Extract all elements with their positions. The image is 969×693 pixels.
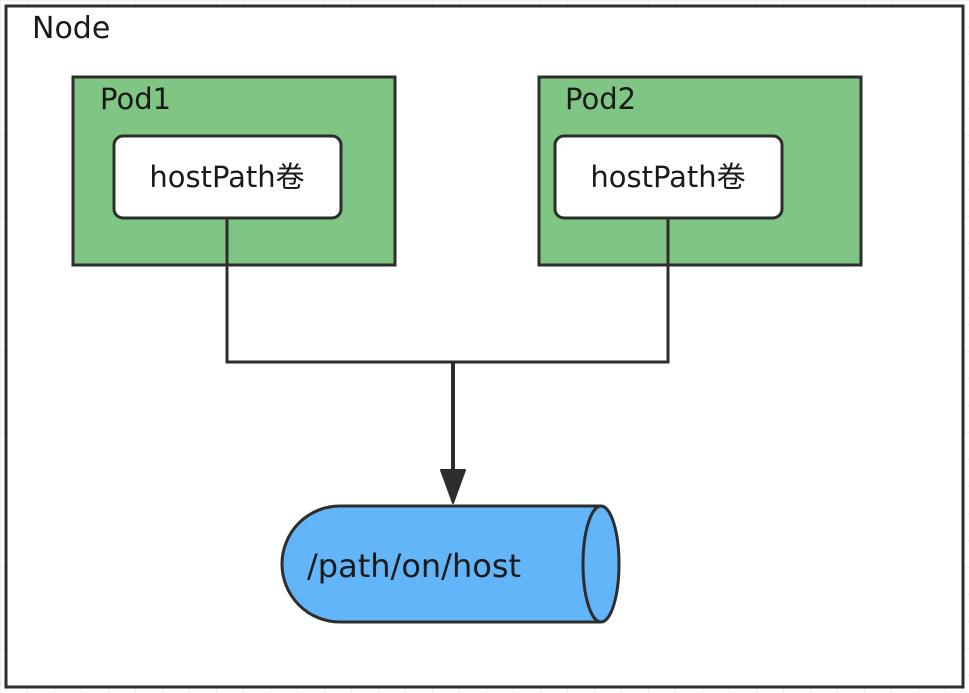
pod-1: Pod1 hostPath卷 <box>71 75 397 267</box>
connector-pod-1 <box>225 218 453 364</box>
arrow-head-icon <box>440 469 466 504</box>
pod-1-label: Pod1 <box>100 82 171 116</box>
pod-2-hostpath-volume-label: hostPath卷 <box>590 160 745 194</box>
pod-2: Pod2 hostPath卷 <box>537 75 863 267</box>
host-path-cylinder-end <box>581 504 602 624</box>
host-path-label: /path/on/host <box>307 547 521 585</box>
pod-2-label: Pod2 <box>565 82 636 116</box>
host-path-cylinder: /path/on/host <box>280 504 621 624</box>
connector-pod-2 <box>453 218 670 364</box>
pod-1-hostpath-volume-label: hostPath卷 <box>149 160 304 194</box>
node-label: Node <box>32 11 110 46</box>
